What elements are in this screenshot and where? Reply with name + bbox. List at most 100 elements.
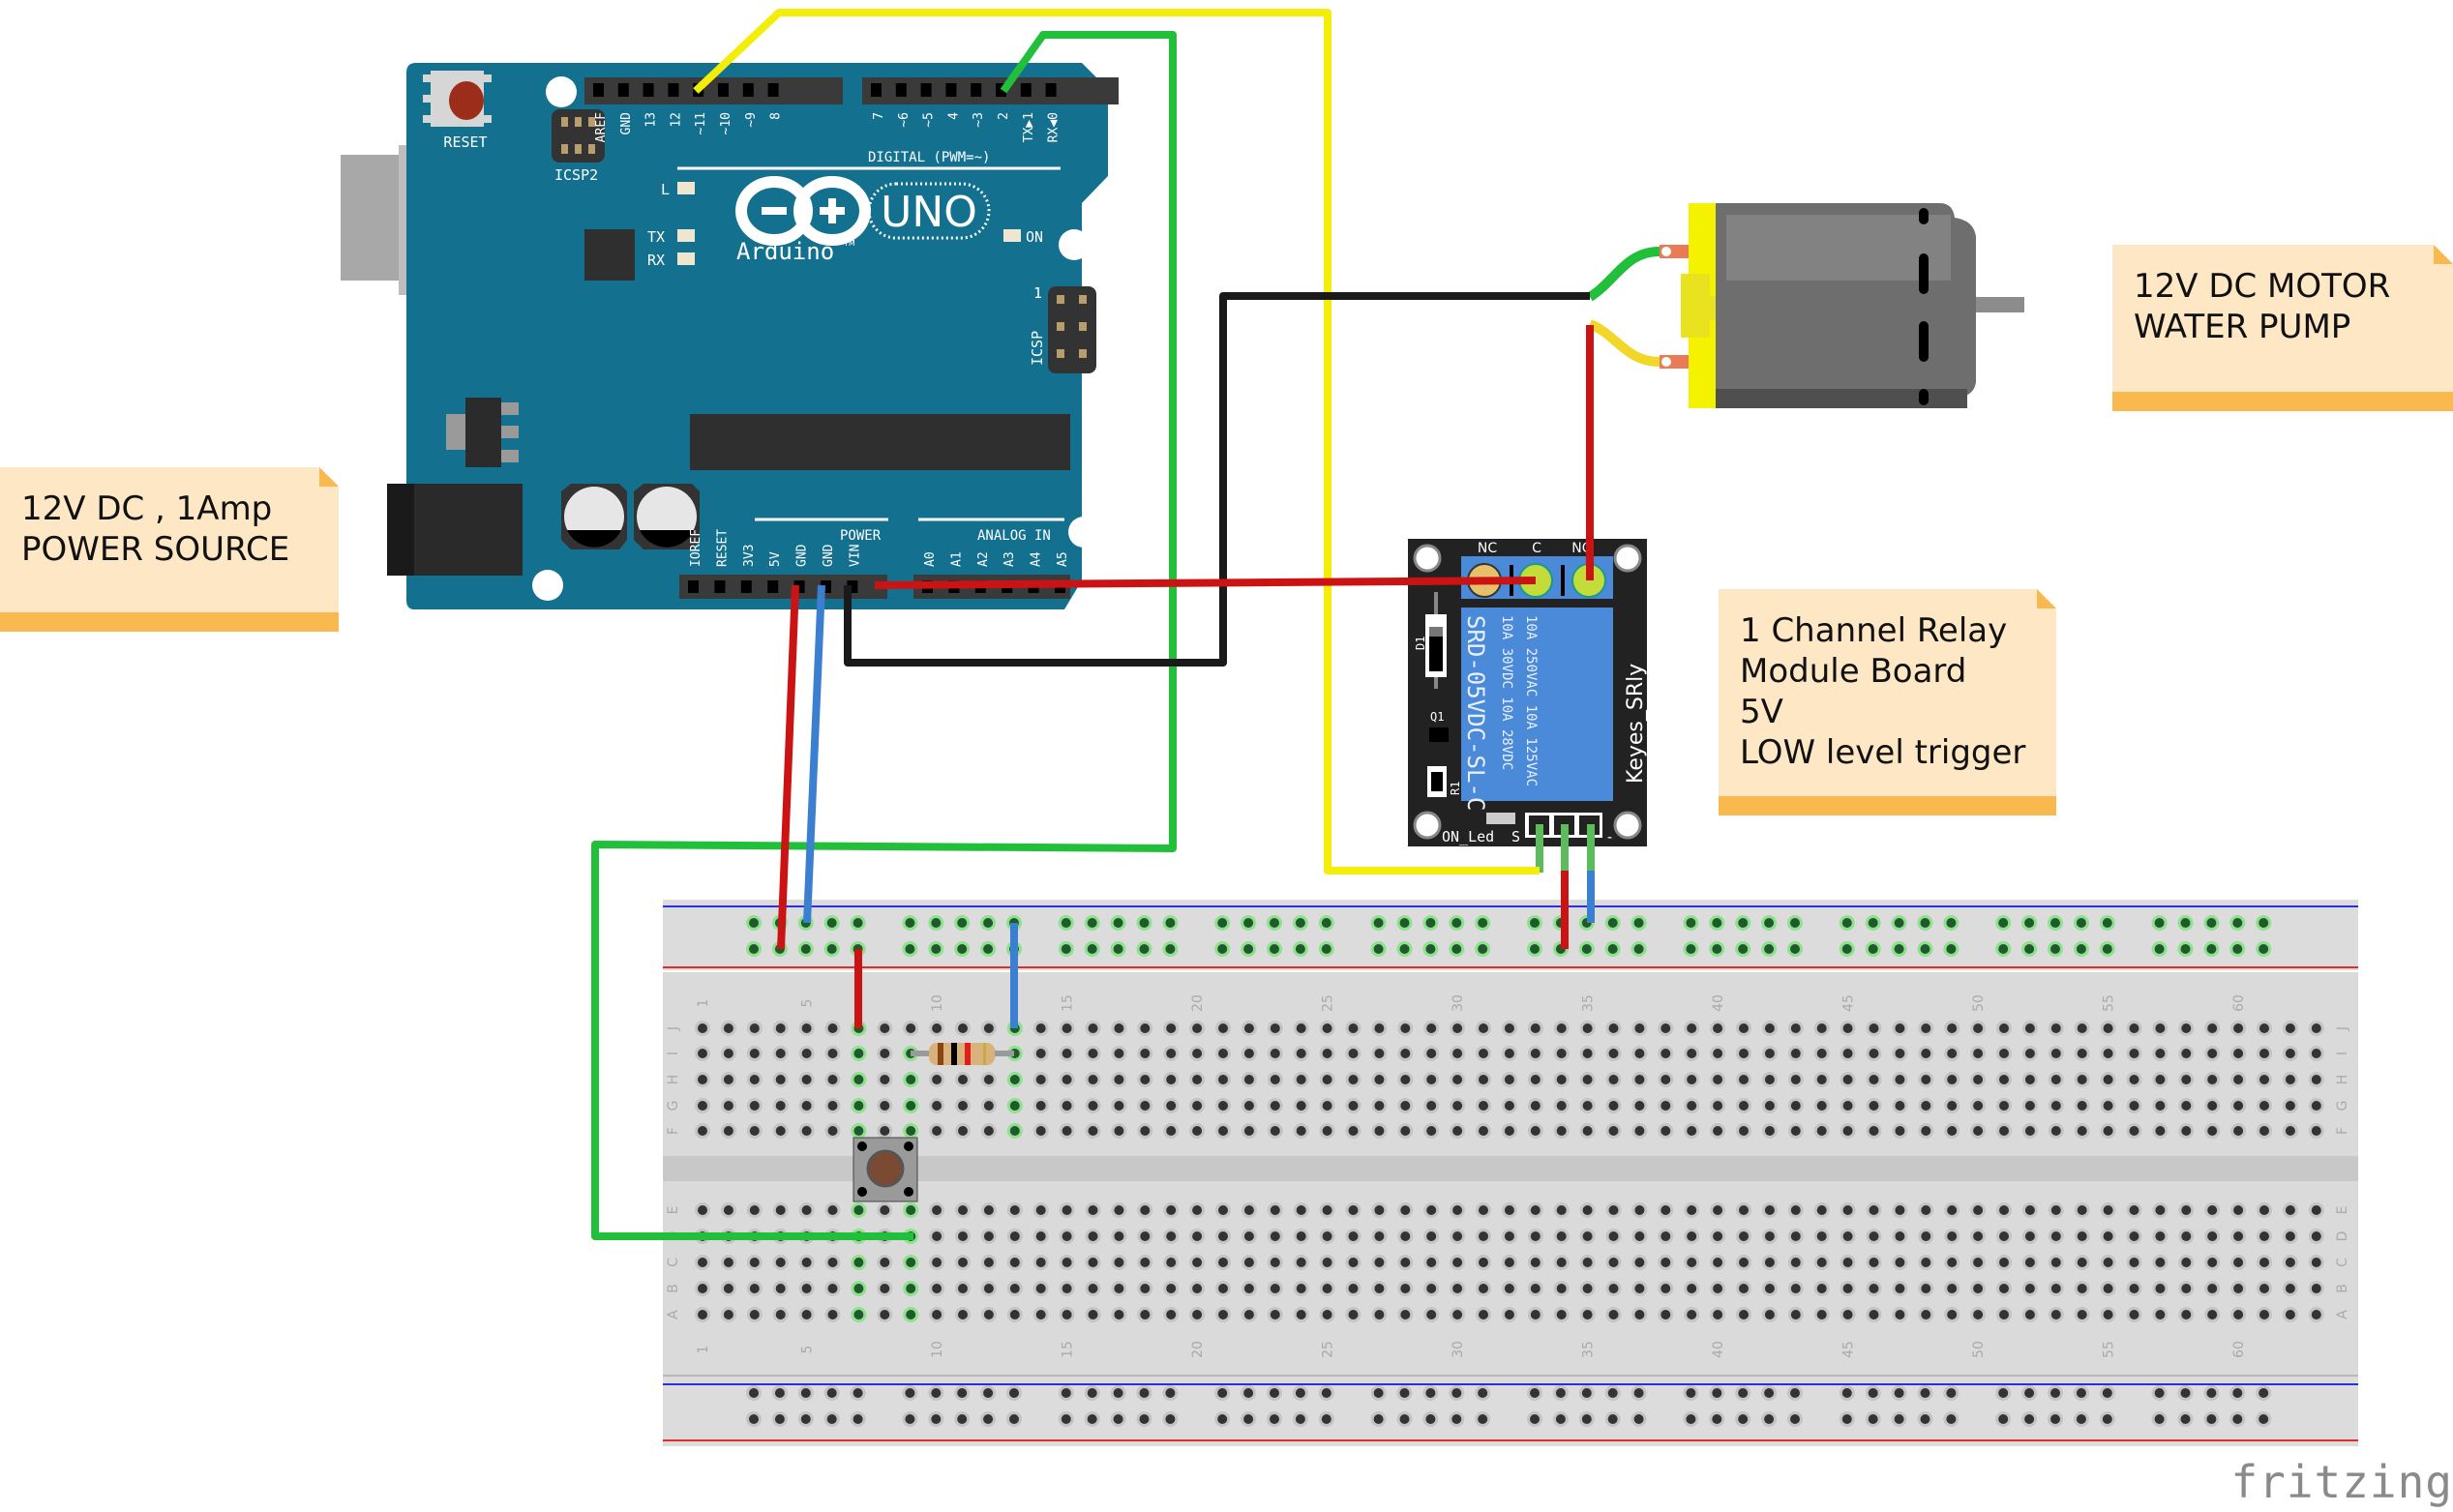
breadboard-hole-center [906, 1284, 916, 1293]
breadboard-hole-center [2077, 1101, 2087, 1111]
reset-button[interactable] [423, 71, 492, 127]
breadboard-hole-center [1270, 1101, 1280, 1111]
breadboard-hole-center [1869, 1310, 1879, 1319]
digital-pin[interactable] [871, 83, 882, 97]
breadboard-hole-center [1452, 1205, 1463, 1215]
breadboard-hole-center [1192, 1258, 1203, 1267]
breadboard-hole-center [1895, 1023, 1905, 1033]
rail-hole-center [1061, 918, 1071, 928]
breadboard-hole-center [2129, 1023, 2139, 1033]
rail-hole-center [1841, 918, 1852, 928]
rail-hole-center [1712, 918, 1722, 928]
breadboard-hole-center [1062, 1205, 1072, 1215]
digital-pin[interactable] [1020, 83, 1032, 97]
breadboard-hole-center [2311, 1101, 2321, 1111]
digital-pin[interactable] [1045, 83, 1057, 97]
digital-pin[interactable] [920, 83, 932, 97]
power-pin[interactable] [767, 580, 779, 593]
breadboard-hole-center [2207, 1023, 2218, 1033]
breadboard-hole-center [1374, 1205, 1385, 1215]
rail-hole-center [1738, 944, 1749, 954]
relay-module[interactable]: NC C NO SRD-05VDC-SL-C 10A 250VAC 10A 12… [1408, 539, 1648, 873]
row-label: I [666, 1052, 681, 1055]
breadboard-hole-center [723, 1126, 733, 1136]
breadboard-hole-center [1842, 1258, 1853, 1267]
power-pin[interactable] [740, 580, 752, 593]
breadboard-hole-center [1999, 1231, 2009, 1241]
dc-motor-pump[interactable] [1587, 203, 2024, 408]
motor-lead-green [1587, 247, 1660, 302]
wire-blue-gnd-to-rail[interactable] [803, 584, 825, 924]
breadboard-hole-center [983, 1023, 994, 1033]
power-pin[interactable] [821, 580, 831, 593]
breadboard-hole-center [1608, 1205, 1619, 1215]
digital-pin[interactable] [718, 83, 729, 97]
rail-hole-center [983, 1388, 994, 1398]
wire-yellow-pin13-to-relay-signal[interactable] [693, 9, 1540, 875]
digital-pin[interactable] [668, 83, 679, 97]
breadboard-hole-center [1166, 1284, 1177, 1293]
breadboard-hole-center [1582, 1075, 1593, 1084]
breadboard-hole-center [2259, 1101, 2269, 1111]
wire-green-pin2-to-button[interactable] [591, 31, 1177, 1240]
analog-pin-label: A4 [1030, 551, 1044, 567]
breadboard-hole-center [2259, 1023, 2269, 1033]
breadboard-hole-center [1530, 1258, 1541, 1267]
power-pin[interactable] [793, 580, 805, 593]
breadboard-hole-center [932, 1126, 942, 1136]
rail-hole-center [2076, 1388, 2086, 1398]
breadboard-hole-center [2233, 1075, 2244, 1084]
digital-pin-label: 12 [669, 112, 683, 128]
rail-hole-center [905, 918, 915, 928]
breadboard-hole-center [1009, 1205, 1020, 1215]
breadboard-hole-center [1243, 1310, 1254, 1319]
breadboard-hole-center [1218, 1126, 1228, 1136]
rail-hole-center [1113, 1388, 1123, 1398]
rail-hole-center [1451, 1414, 1462, 1424]
digital-pin[interactable] [895, 83, 907, 97]
breadboard-hole-center [698, 1205, 707, 1215]
digital-pin[interactable] [767, 83, 779, 97]
digital-pin[interactable] [945, 83, 957, 97]
resistor[interactable] [911, 1043, 1014, 1065]
breadboard-hole-center [2207, 1205, 2218, 1215]
breadboard-hole-center [1322, 1023, 1332, 1033]
breadboard-hole-center [2181, 1231, 2192, 1241]
breadboard-hole-center [1426, 1284, 1437, 1293]
wire-red-vin-to-relay-c[interactable] [874, 577, 1537, 589]
breadboard-hole-center [1556, 1284, 1567, 1293]
wire-black-gnd-to-motor[interactable] [844, 292, 1590, 667]
digital-pin[interactable] [971, 83, 982, 97]
breadboard-hole-center [1816, 1075, 1827, 1084]
breadboard-hole-center [1035, 1231, 1046, 1241]
wire-red-5v-to-rail[interactable] [777, 584, 799, 950]
digital-pin[interactable] [617, 83, 629, 97]
breadboard-hole-center [1296, 1049, 1306, 1058]
breadboard-hole-center [827, 1023, 838, 1033]
power-pin[interactable] [847, 580, 858, 593]
breadboard-hole-center [2233, 1049, 2244, 1058]
rail-hole-center [749, 1388, 759, 1398]
breadboard-hole-center [2155, 1126, 2166, 1136]
rail-hole-center [1451, 1388, 1462, 1398]
breadboard-hole-center [698, 1284, 707, 1293]
power-pin[interactable] [714, 580, 726, 593]
breadboard-hole-center [749, 1049, 760, 1058]
column-number: 60 [2231, 994, 2247, 1012]
power-pin[interactable] [688, 580, 699, 593]
breadboard-hole-center [1322, 1075, 1332, 1084]
digital-pin-label: 13 [644, 112, 659, 128]
breadboard-hole-center [749, 1126, 760, 1136]
pushbutton[interactable] [853, 1137, 918, 1202]
breadboard-hole-center [2233, 1284, 2244, 1293]
breadboard-hole-center [1790, 1023, 1801, 1033]
rail-hole-center [1738, 918, 1749, 928]
digital-pin[interactable] [742, 83, 754, 97]
mounting-hole [1068, 517, 1099, 548]
digital-pin[interactable] [996, 83, 1006, 97]
breadboard-hole-center [1582, 1231, 1593, 1241]
digital-pin[interactable] [643, 83, 654, 97]
breadboard-hole-center [932, 1284, 942, 1293]
digital-pin[interactable] [593, 83, 604, 97]
